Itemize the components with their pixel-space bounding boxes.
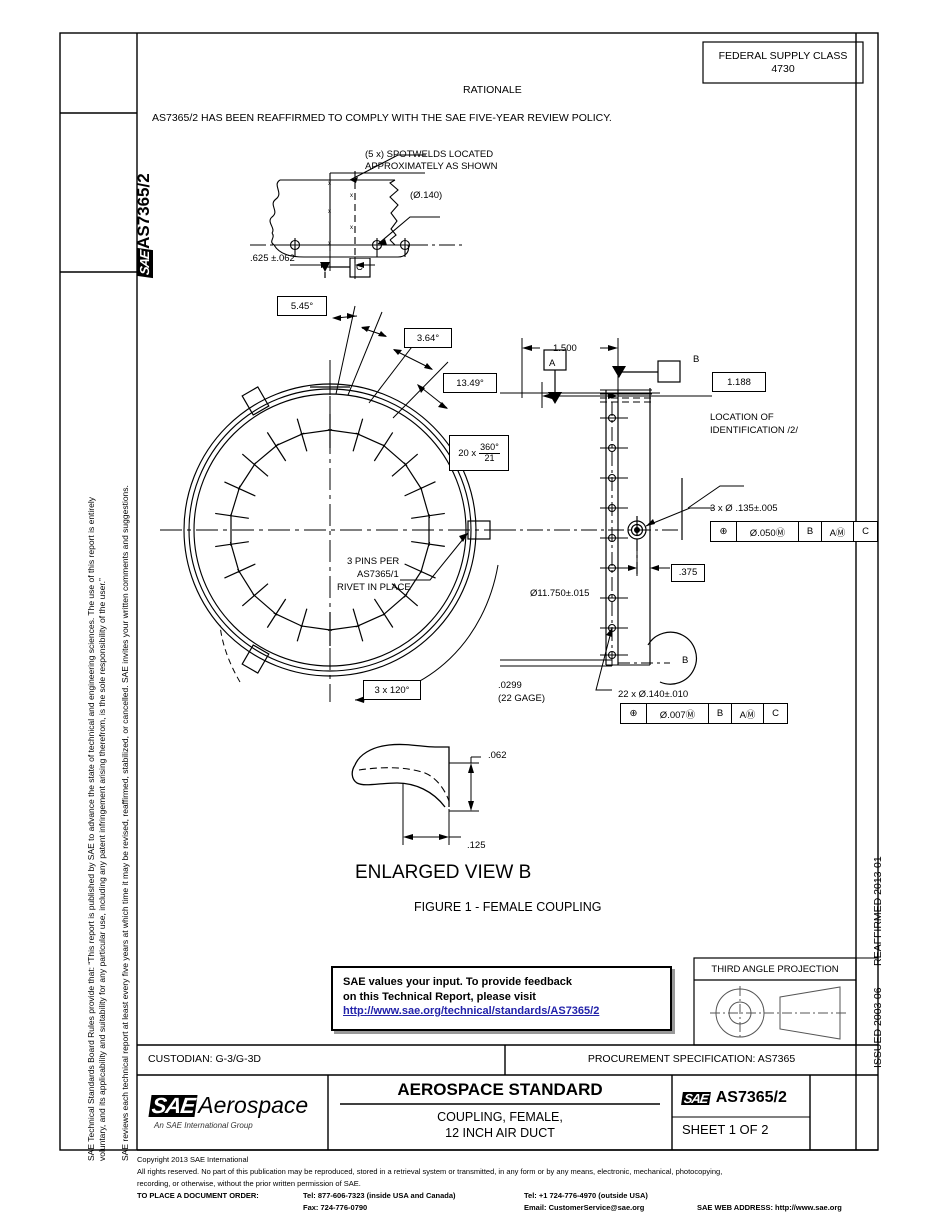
datum-a-label: A (549, 358, 556, 369)
hole-22x-callout: 22 x Ø.140±.010 (618, 689, 689, 700)
spotweld-hole-callout: (Ø.140) (410, 190, 443, 201)
enlarged-view-b-geometry (351, 743, 481, 845)
side-section-view (500, 338, 744, 691)
federal-supply-class-label: FEDERAL SUPPLY CLASS (718, 50, 848, 62)
three-x-120-box: 3 x 120° (363, 680, 421, 700)
pins-note-line1: 3 PINS PER (347, 556, 400, 567)
spotweld-detail-view: x x x x x (250, 154, 465, 279)
figure-caption: FIGURE 1 - FEMALE COUPLING (414, 900, 602, 914)
gage-line1: .0299 (498, 680, 522, 691)
angle-364-box: 3.64° (404, 328, 452, 348)
spotweld-note-line2: APPROXIMATELY AS SHOWN (365, 161, 498, 172)
fcf-bottom-symbol: ⊕ (621, 704, 647, 723)
datum-b-label: B (693, 354, 700, 365)
footer-order-label: TO PLACE A DOCUMENT ORDER: (137, 1191, 259, 1200)
sheet-number: SHEET 1 OF 2 (682, 1122, 769, 1137)
aerospace-standard-label: AEROSPACE STANDARD (397, 1080, 603, 1099)
footer-email: Email: CustomerService@sae.org (524, 1203, 645, 1212)
rationale-heading: RATIONALE (463, 84, 522, 96)
front-circular-view (160, 305, 510, 703)
fcf-top-symbol: ⊕ (711, 522, 737, 541)
doc-title-line2: 12 INCH AIR DUCT (445, 1126, 555, 1140)
sae-aerospace-logo: SAE Aerospace An SAE International Group (148, 1092, 309, 1130)
dim-375: .375 (671, 564, 705, 582)
identification-line1: LOCATION OF (710, 412, 774, 423)
datum-c-label: C (356, 262, 363, 273)
doc-number: AS7365/2 (715, 1089, 787, 1106)
spotweld-note-line1: (5 x) SPOTWELDS LOCATED (365, 149, 494, 160)
svg-text:x: x (350, 193, 353, 199)
third-angle-projection-label: THIRD ANGLE PROJECTION (711, 964, 839, 975)
custodian-text: CUSTODIAN: G-3/G-3D (148, 1053, 261, 1065)
fcf-bottom-datum-b: B (709, 704, 732, 723)
dim-062: .062 (488, 750, 507, 761)
fcf-position-bottom: ⊕ Ø.007Ⓜ B AⓂ C (620, 703, 788, 724)
rationale-text: AS7365/2 HAS BEEN REAFFIRMED TO COMPLY W… (152, 112, 612, 124)
angle-545-box: 5.45° (277, 296, 327, 316)
sae-logo-word: Aerospace (198, 1092, 309, 1118)
hole-3x-callout: 3 x Ø .135±.005 (710, 503, 778, 514)
dim-dia-major: Ø11.750±.015 (530, 588, 590, 599)
svg-text:x: x (328, 181, 331, 187)
identification-line2: IDENTIFICATION /2/ (710, 425, 798, 436)
footer-tel-outside: Tel: +1 724-776-4970 (outside USA) (524, 1191, 648, 1200)
feedback-line1: SAE values your input. To provide feedba… (343, 976, 573, 988)
fcf-position-top: ⊕ Ø.050Ⓜ B AⓂ C (710, 521, 878, 542)
fcf-bottom-datum-c: C (772, 708, 779, 719)
fcf-top-datum-b: B (799, 522, 822, 541)
feedback-line2: on this Technical Report, please visit (343, 990, 536, 1003)
sae-logo-mark: SAE (148, 1092, 198, 1118)
sae-logo-subtitle: An SAE International Group (154, 1121, 253, 1130)
footer-rights-line1: All rights reserved. No part of this pub… (137, 1167, 723, 1176)
fcf-top-datum-c: C (862, 526, 869, 537)
pins-note-line3: RIVET IN PLACE (337, 582, 411, 593)
third-angle-projection-symbol (710, 986, 846, 1040)
view-b-mark: B (682, 655, 689, 666)
issued-date: ISSUED 2003-06 (872, 987, 884, 1069)
fcf-top-tolerance: Ø.050Ⓜ (737, 522, 799, 541)
pattern-2021-box: 20 x 360° 21 (449, 435, 509, 471)
sae-logo-mark-small: SAE (681, 1090, 711, 1106)
federal-supply-class-value: 4730 (771, 63, 795, 75)
fcf-bottom-datum-a: AⓂ (732, 704, 764, 723)
angle-1349-box: 13.49° (443, 373, 497, 393)
svg-text:x: x (350, 225, 353, 231)
doc-number-group: SAE AS7365/2 (681, 1089, 787, 1107)
datum-c-symbol (320, 258, 371, 278)
footer-fax: Fax: 724-776-0790 (303, 1203, 368, 1212)
feedback-url-link[interactable]: http://www.sae.org/technical/standards/A… (343, 1004, 600, 1017)
pins-note-line2: AS7365/1 (357, 569, 399, 580)
standard-number-text: AS7365/2 (134, 173, 154, 249)
footer-web-address: SAE WEB ADDRESS: http://www.sae.org (697, 1203, 842, 1212)
sae-logo-mark-tab: SAE (137, 247, 154, 278)
enlarged-view-title: ENLARGED VIEW B (355, 862, 532, 883)
doc-title-line1: COUPLING, FEMALE, (437, 1110, 563, 1124)
svg-text:x: x (328, 209, 331, 215)
procurement-text: PROCUREMENT SPECIFICATION: AS7365 (587, 1053, 796, 1065)
fcf-bottom-tolerance: Ø.007Ⓜ (647, 704, 709, 723)
feedback-box[interactable]: SAE values your input. To provide feedba… (331, 966, 672, 1031)
dim-1500: 1.500 (553, 343, 577, 354)
footer-copyright: Copyright 2013 SAE International (137, 1155, 249, 1164)
dim-625: .625 ±.062 (250, 253, 295, 264)
svg-text:x: x (328, 241, 331, 247)
dim-1188-box: 1.188 (712, 372, 766, 392)
footer-rights-line2: recording, or otherwise, without the pri… (137, 1179, 361, 1188)
footer-tel-inside: Tel: 877-606-7323 (inside USA and Canada… (303, 1191, 456, 1200)
dim-125: .125 (467, 840, 486, 851)
fcf-top-datum-a: AⓂ (822, 522, 854, 541)
gage-line2: (22 GAGE) (498, 693, 545, 704)
